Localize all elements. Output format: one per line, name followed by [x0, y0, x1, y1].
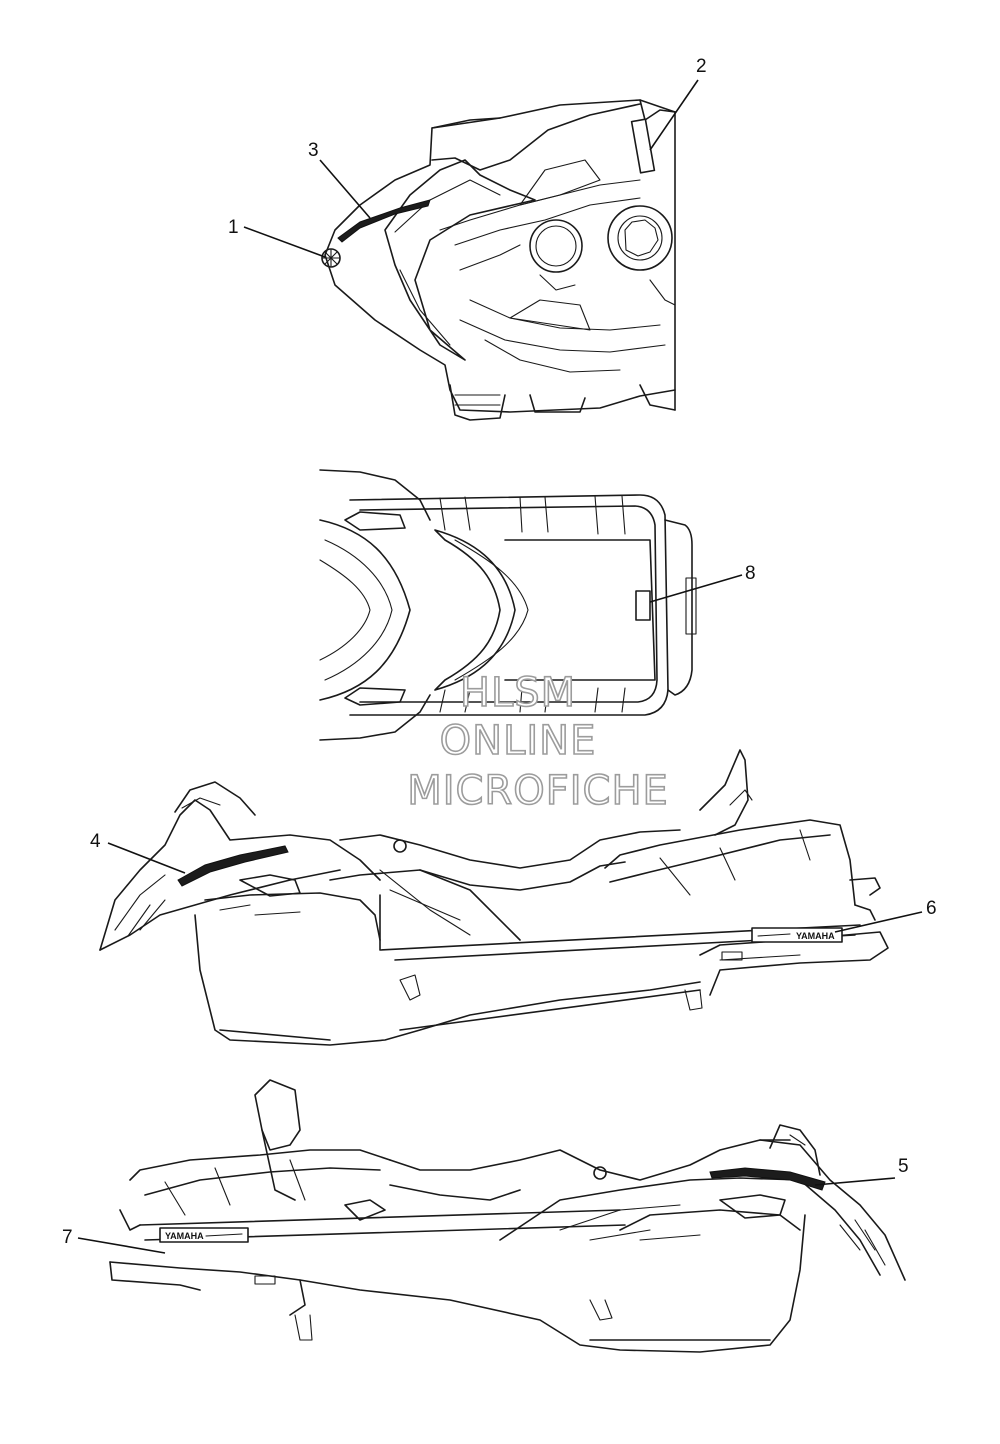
callout-2: 2	[696, 56, 707, 77]
watermark-line-2: ONLINE	[440, 718, 597, 764]
right-side-view: YAMAHA	[99, 749, 889, 1046]
hood-stripe-decal	[337, 199, 431, 243]
svg-text:YAMAHA: YAMAHA	[165, 1231, 204, 1241]
side-brand-decal-right: YAMAHA	[751, 927, 843, 943]
side-brand-decal-left: YAMAHA	[159, 1227, 249, 1243]
callout-8: 8	[745, 563, 756, 584]
hood-side-decal-left	[709, 1167, 826, 1191]
front-top-view	[321, 99, 676, 421]
callout-5: 5	[898, 1156, 909, 1177]
watermark-line-1: HLSM	[460, 670, 576, 716]
callout-6: 6	[926, 898, 937, 919]
callout-labels: 1 2 3 4 5 6 7 8	[62, 56, 937, 1248]
hood-side-decal-right	[177, 845, 289, 887]
watermark: HLSM ONLINE MICROFICHE	[406, 669, 669, 815]
rear-deck-label	[635, 590, 651, 621]
yamaha-emblem-icon	[321, 248, 341, 268]
callout-7: 7	[62, 1227, 73, 1248]
rear-top-view	[319, 469, 697, 741]
callout-3: 3	[308, 140, 319, 161]
left-side-view: YAMAHA	[109, 1079, 906, 1353]
callout-4: 4	[90, 831, 101, 852]
hood-side-label	[630, 118, 656, 174]
callout-1: 1	[228, 217, 239, 238]
svg-text:YAMAHA: YAMAHA	[796, 931, 835, 941]
leader-lines	[77, 79, 923, 1254]
watermark-line-3: MICROFICHE	[407, 768, 669, 814]
